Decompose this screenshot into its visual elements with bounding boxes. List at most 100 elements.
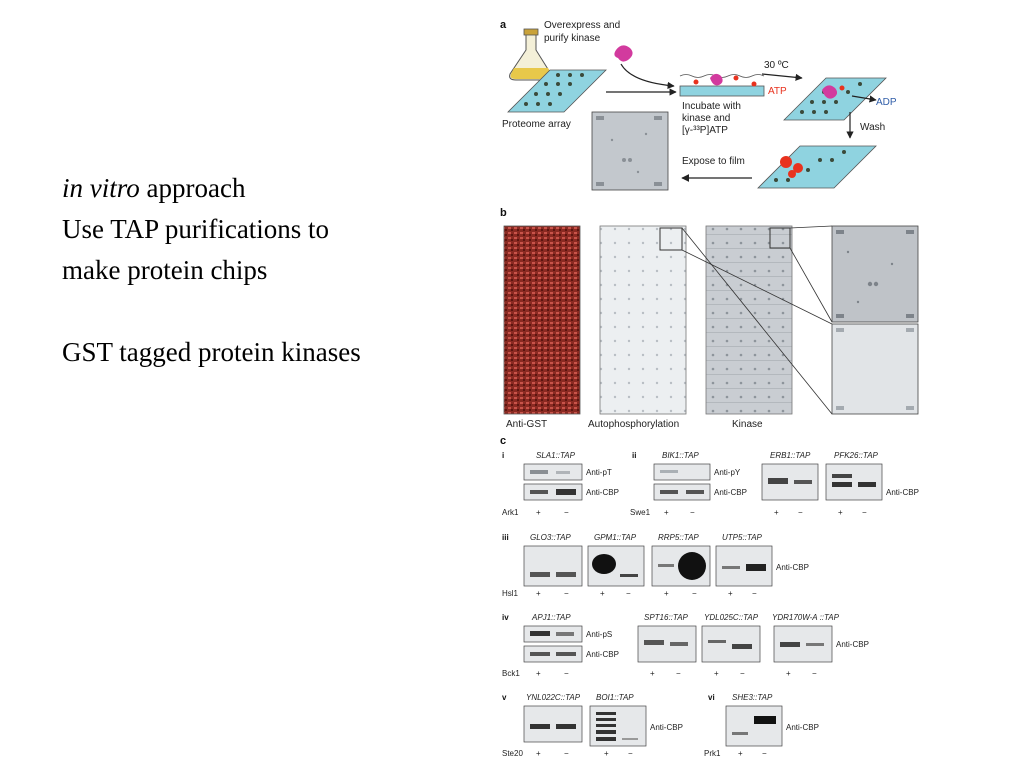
plus-sign: +	[604, 749, 609, 758]
boi1-title: BOI1::TAP	[596, 693, 634, 702]
minus-sign: −	[740, 669, 745, 678]
she3-blot	[725, 705, 783, 747]
phosphorylated-array-icon	[783, 77, 887, 121]
adp-label: ADP	[876, 97, 897, 108]
kinase-zoom-box	[769, 227, 791, 249]
erb1-title: ERB1::TAP	[770, 451, 811, 460]
washed-array-icon	[757, 145, 877, 189]
bik1-py-blot	[653, 463, 711, 481]
figure-svg: a Overexpress and purify kinase Proteome…	[500, 19, 919, 758]
pfk26-antibody-cbp: Anti-CBP	[886, 488, 919, 497]
rrp5-title: RRP5::TAP	[658, 533, 699, 542]
bik1-antibody-py: Anti-pY	[714, 468, 741, 477]
atp-label: ATP	[768, 86, 787, 97]
plus-sign: +	[664, 508, 669, 517]
plus-sign: +	[536, 589, 541, 598]
group-i-kinase: Ark1	[502, 508, 519, 517]
spt16-title: SPT16::TAP	[644, 613, 689, 622]
incubation-chip-icon	[679, 73, 765, 97]
minus-sign: −	[564, 508, 569, 517]
bik1-cbp-blot	[653, 483, 711, 501]
plus-sign: +	[786, 669, 791, 678]
apj1-ps-blot	[523, 625, 583, 643]
minus-sign: −	[564, 749, 569, 758]
plus-sign: +	[664, 589, 669, 598]
sla1-antibody-pt: Anti-pT	[586, 468, 612, 477]
kinase-chip	[705, 225, 793, 415]
film-icon	[591, 111, 669, 191]
autophosphorylation-chip	[599, 225, 687, 415]
panel-b-letter: b	[500, 207, 507, 219]
group-i-roman: i	[502, 451, 504, 460]
bik1-antibody-cbp: Anti-CBP	[714, 488, 747, 497]
anti-gst-label: Anti-GST	[506, 419, 547, 430]
approach-text: approach	[139, 173, 246, 203]
in-vitro-text: in vitro	[62, 173, 140, 203]
group-ii-roman: ii	[632, 451, 636, 460]
plus-sign: +	[600, 589, 605, 598]
overexpress-label-1: Overexpress and	[544, 20, 620, 31]
plus-sign: +	[738, 749, 743, 758]
flask-icon	[509, 28, 553, 81]
group-iv-roman: iv	[502, 613, 509, 622]
minus-sign: −	[752, 589, 757, 598]
overexpress-label-2: purify kinase	[544, 33, 601, 44]
kinase-label: Kinase	[732, 419, 763, 430]
group-iv-kinase: Bck1	[502, 669, 520, 678]
minus-sign: −	[676, 669, 681, 678]
slide-line-tap: Use TAP purifications to	[62, 214, 330, 244]
apj1-title: APJ1::TAP	[531, 613, 571, 622]
incubate-label-2: kinase and	[682, 113, 730, 124]
incubate-label-3: [γ-³³P]ATP	[682, 125, 728, 136]
gpm1-title: GPM1::TAP	[594, 533, 637, 542]
group-iii-kinase: Hsl1	[502, 589, 519, 598]
minus-sign: −	[762, 749, 767, 758]
autophosphorylation-label: Autophosphorylation	[588, 419, 679, 430]
pfk26-title: PFK26::TAP	[834, 451, 879, 460]
proteome-array-icon	[507, 69, 607, 113]
minus-sign: −	[690, 508, 695, 517]
apj1-cbp-blot	[523, 645, 583, 663]
group-iii-roman: iii	[502, 533, 509, 542]
sla1-title: SLA1::TAP	[536, 451, 576, 460]
expose-label: Expose to film	[682, 156, 745, 167]
kinase-zoom-inset	[831, 225, 919, 323]
group-vi-roman: vi	[708, 693, 715, 702]
plus-sign: +	[536, 749, 541, 758]
anti-gst-chip	[503, 225, 581, 415]
group-v-roman: v	[502, 693, 507, 702]
ynl022c-title: YNL022C::TAP	[526, 693, 581, 702]
autophos-zoom-box	[659, 227, 683, 251]
group-vi-antibody: Anti-CBP	[786, 723, 819, 732]
group-v-kinase: Ste20	[502, 749, 523, 758]
minus-sign: −	[798, 508, 803, 517]
proteome-array-label: Proteome array	[502, 119, 571, 130]
minus-sign: −	[812, 669, 817, 678]
minus-sign: −	[628, 749, 633, 758]
group-ii-kinase: Swe1	[630, 508, 651, 517]
plus-sign: +	[714, 669, 719, 678]
sla1-cbp-blot	[523, 483, 583, 501]
minus-sign: −	[862, 508, 867, 517]
minus-sign: −	[692, 589, 697, 598]
plus-sign: +	[728, 589, 733, 598]
ydl025c-title: YDL025C::TAP	[704, 613, 759, 622]
utp5-title: UTP5::TAP	[722, 533, 763, 542]
apj1-antibody-cbp: Anti-CBP	[586, 650, 619, 659]
group-vi-kinase: Prk1	[704, 749, 721, 758]
group-iii-antibody: Anti-CBP	[776, 563, 809, 572]
plus-sign: +	[650, 669, 655, 678]
wash-label: Wash	[860, 122, 885, 133]
minus-sign: −	[564, 669, 569, 678]
incubate-label-1: Incubate with	[682, 101, 741, 112]
slide-line-approach: in vitro approach	[62, 168, 462, 209]
glo3-blot	[523, 545, 583, 587]
slide-line-gst: GST tagged protein kinases	[62, 337, 361, 367]
she3-title: SHE3::TAP	[732, 693, 773, 702]
group-v-antibody: Anti-CBP	[650, 723, 683, 732]
slide-line-chips: make protein chips	[62, 255, 268, 285]
sla1-antibody-cbp: Anti-CBP	[586, 488, 619, 497]
sla1-pt-blot	[523, 463, 583, 481]
glo3-title: GLO3::TAP	[530, 533, 571, 542]
apj1-antibody-ps: Anti-pS	[586, 630, 612, 639]
